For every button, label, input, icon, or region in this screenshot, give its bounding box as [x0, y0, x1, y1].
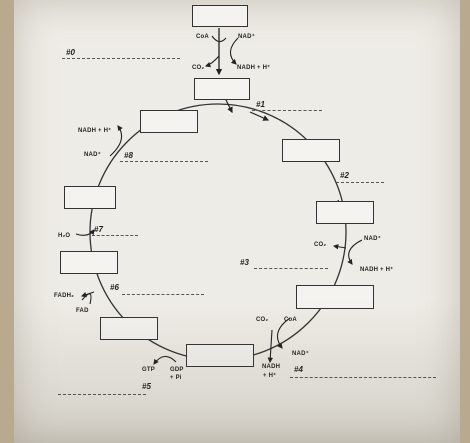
step-number-8: #8: [124, 151, 133, 160]
br-co2-label: CO₂: [256, 317, 269, 323]
box-left-3[interactable]: [100, 317, 158, 340]
top-nadh-label: NADH + H⁺: [237, 65, 271, 71]
upper-left-nad-label: NAD⁺: [84, 152, 101, 158]
top-to-cycle-arrow: [224, 97, 233, 114]
fad-label: FAD: [76, 308, 89, 314]
top-coa-curve: [211, 35, 227, 43]
step-number-4: #4: [294, 365, 303, 374]
top-nad-label: NAD⁺: [238, 34, 255, 40]
cycle-arrow-1: [249, 111, 270, 121]
box-right-3[interactable]: [296, 285, 374, 309]
right-nad-label: NAD⁺: [364, 236, 381, 242]
answer-blank-4[interactable]: [290, 377, 436, 378]
bottom-right-curve: [276, 317, 291, 349]
worksheet-paper: [14, 0, 460, 443]
br-nadh-label: NADH: [262, 364, 281, 370]
answer-blank-6[interactable]: [122, 294, 204, 295]
box-acetyl-coa[interactable]: [194, 78, 250, 100]
answer-blank-5[interactable]: [58, 394, 146, 395]
fadh2-label: FADH₂: [54, 293, 74, 299]
top-nad-curve: [229, 37, 239, 65]
answer-blank-1[interactable]: [252, 110, 322, 111]
fad-curve: [81, 293, 92, 305]
step-number-0: #0: [66, 48, 75, 57]
top-co2-label: CO₂: [192, 65, 205, 71]
step-number-3: #3: [240, 258, 249, 267]
upper-left-curve: [109, 125, 123, 157]
right-upper-curve: [347, 239, 363, 265]
step-number-7: #7: [94, 225, 103, 234]
box-top[interactable]: [192, 5, 248, 27]
box-left-1[interactable]: [64, 186, 116, 209]
gtp-curve: [153, 355, 177, 365]
step-number-5: #5: [142, 382, 151, 391]
pi-label: + Pi: [170, 375, 182, 381]
br-coa-label: CoA: [284, 317, 297, 323]
step-number-1: #1: [256, 100, 265, 109]
answer-blank-7[interactable]: [92, 235, 138, 236]
top-co2-curve: [204, 55, 220, 68]
br-nad-label: NAD⁺: [292, 351, 309, 357]
answer-blank-2[interactable]: [336, 182, 384, 183]
step-number-6: #6: [110, 283, 119, 292]
box-right-1[interactable]: [282, 139, 340, 162]
step-number-2: #2: [340, 171, 349, 180]
fadh2-arrow: [80, 291, 95, 298]
answer-blank-8[interactable]: [120, 161, 208, 162]
box-bottom[interactable]: [186, 344, 254, 367]
h2o-curve: [75, 229, 95, 236]
br-h-label: + H⁺: [263, 373, 277, 379]
right-co2-arrow: [332, 244, 347, 250]
bottom-right-arrow: [267, 329, 274, 364]
right-co2-label: CO₂: [314, 242, 327, 248]
box-right-2[interactable]: [316, 201, 374, 224]
gdp-label: GDP: [170, 367, 184, 373]
box-left-2[interactable]: [60, 251, 118, 274]
answer-blank-3[interactable]: [254, 268, 328, 269]
top-coa-label: CoA: [196, 34, 209, 40]
upper-left-nadh-label: NADH + H⁺: [78, 128, 112, 134]
right-nadh-label: NADH + H⁺: [360, 267, 394, 273]
box-upper-left[interactable]: [140, 110, 198, 133]
h2o-label: H₂O: [58, 233, 71, 239]
answer-blank-0[interactable]: [62, 58, 180, 59]
gtp-label: GTP: [142, 367, 155, 373]
